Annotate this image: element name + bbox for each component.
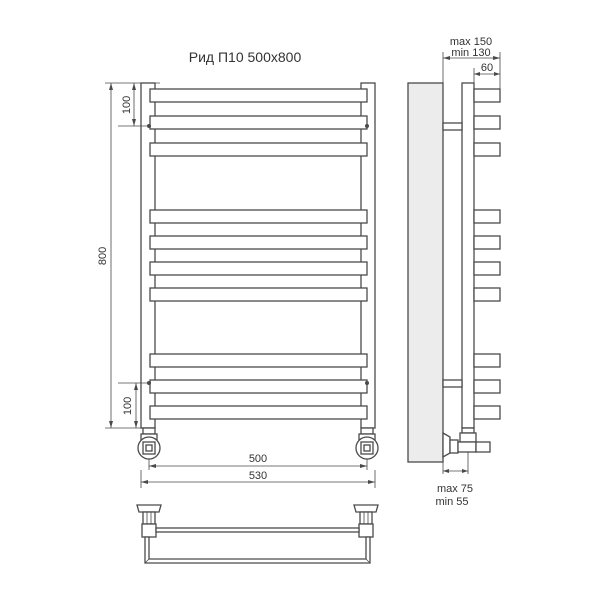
dim-max-150: max 150 bbox=[450, 36, 492, 48]
bar bbox=[149, 287, 368, 302]
dimension-top-100: 100 bbox=[118, 83, 148, 127]
top-view bbox=[136, 504, 379, 564]
dim-top-label: 100 bbox=[121, 96, 133, 114]
bar bbox=[149, 209, 368, 224]
front-view: 800 100 100 500 bbox=[97, 82, 379, 488]
side-view: max 150 min 130 60 max 75 min 55 bbox=[407, 36, 501, 508]
right-valve bbox=[355, 427, 379, 460]
bar bbox=[149, 379, 368, 394]
side-valve bbox=[442, 427, 491, 459]
dim-height-label: 800 bbox=[97, 247, 109, 265]
side-bars bbox=[473, 88, 501, 420]
bars bbox=[149, 88, 368, 420]
mount-point bbox=[147, 124, 151, 128]
mount-point bbox=[147, 381, 151, 385]
bar bbox=[149, 405, 368, 420]
bar bbox=[149, 115, 368, 130]
dimension-valve-offset: max 75 min 55 bbox=[435, 452, 473, 508]
wall-bracket bbox=[442, 122, 463, 131]
dim-530-label: 530 bbox=[249, 470, 267, 482]
side-rail bbox=[461, 82, 475, 429]
drawing-title: Рид П10 500x800 bbox=[189, 49, 302, 65]
dim-min-55: min 55 bbox=[435, 496, 468, 508]
left-rail bbox=[140, 82, 156, 429]
wall-bracket bbox=[442, 379, 463, 388]
dim-500-label: 500 bbox=[249, 453, 267, 465]
bar bbox=[149, 261, 368, 276]
dim-bottom-label: 100 bbox=[122, 397, 134, 415]
bar bbox=[149, 88, 368, 103]
dimension-bar-depth: 60 bbox=[473, 62, 500, 83]
dim-60-label: 60 bbox=[481, 62, 493, 74]
dimension-bottom-100: 100 bbox=[118, 382, 148, 428]
wall bbox=[407, 82, 444, 463]
dim-min-130: min 130 bbox=[451, 47, 490, 59]
dimension-width-530: 530 bbox=[140, 470, 376, 488]
bar bbox=[149, 142, 368, 157]
dim-max-75: max 75 bbox=[437, 483, 473, 495]
dimension-wall-distance: max 150 min 130 bbox=[442, 36, 501, 89]
right-rail bbox=[360, 82, 376, 429]
left-valve bbox=[137, 427, 161, 460]
mount-point bbox=[365, 124, 369, 128]
bar bbox=[149, 235, 368, 250]
dimension-width-500: 500 bbox=[148, 453, 368, 470]
mount-point bbox=[365, 381, 369, 385]
dimension-height-800: 800 bbox=[97, 82, 160, 429]
bar bbox=[149, 353, 368, 368]
